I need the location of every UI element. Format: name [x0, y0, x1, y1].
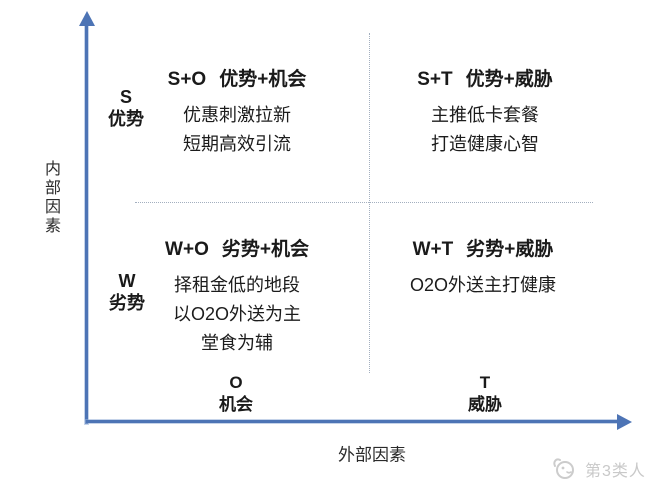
quadrant-wo-name: 劣势+机会: [221, 239, 309, 260]
quadrant-wo: W+O 劣势+机会 择租金低的地段 以O2O外送为主 堂食为辅: [165, 238, 309, 355]
watermark-logo-icon: [552, 456, 580, 482]
quadrant-so: S+O 优势+机会 优惠刺激拉新 短期高效引流: [168, 68, 307, 156]
y-axis-arrowhead-icon: [79, 11, 95, 26]
quadrant-so-line: 短期高效引流: [182, 134, 291, 154]
quadrant-wt-code: W+T: [412, 239, 454, 260]
quadrant-st: S+T 优势+威胁 主推低卡套餐 打造健康心智: [417, 68, 552, 156]
quadrant-st-line: 主推低卡套餐: [430, 105, 539, 125]
weakness-code: W: [118, 271, 136, 291]
strength-label: 优势: [108, 109, 144, 129]
opportunity-code: O: [229, 373, 243, 392]
internal-factor-strength: S 优势: [108, 86, 144, 130]
quadrant-wo-line: 堂食为辅: [200, 333, 273, 353]
quadrant-wt-title: W+T 劣势+威胁: [413, 238, 554, 262]
weakness-label: 劣势: [109, 293, 145, 313]
quadrant-so-code: S+O: [167, 69, 207, 90]
quadrant-wo-code: W+O: [165, 239, 209, 260]
quadrant-wt-line: O2O外送主打健康: [409, 275, 557, 295]
strength-code: S: [119, 87, 132, 107]
x-axis-arrowhead-icon: [617, 414, 632, 430]
quadrant-so-line: 优惠刺激拉新: [182, 105, 291, 125]
quadrant-so-title: S+O 优势+机会: [168, 68, 307, 92]
y-axis-line: [85, 24, 88, 424]
quadrant-wo-title: W+O 劣势+机会: [165, 238, 309, 262]
watermark-text: 第3类人: [585, 463, 646, 480]
quadrant-st-title: S+T 优势+威胁: [417, 68, 552, 92]
quadrant-st-name: 优势+威胁: [465, 69, 553, 90]
quadrant-wt-name: 劣势+威胁: [466, 239, 554, 260]
watermark: 第3类人: [552, 456, 646, 482]
x-axis-label: 外部因素: [338, 445, 406, 465]
horizontal-quadrant-divider: [135, 202, 593, 203]
external-factor-opportunity: O 机会: [219, 372, 253, 416]
x-axis-line: [86, 420, 618, 423]
quadrant-wo-line: 以O2O外送为主: [172, 304, 302, 324]
opportunity-label: 机会: [219, 395, 253, 414]
vertical-quadrant-divider: [369, 33, 370, 373]
quadrant-st-line: 打造健康心智: [430, 134, 539, 154]
internal-factor-weakness: W 劣势: [109, 270, 145, 314]
quadrant-wt: W+T 劣势+威胁 O2O外送主打健康: [410, 238, 556, 297]
quadrant-so-name: 优势+机会: [219, 69, 307, 90]
y-axis-label: 内部因素: [42, 160, 59, 236]
threat-code: T: [479, 373, 491, 392]
quadrant-st-code: S+T: [417, 69, 453, 90]
external-factor-threat: T 威胁: [468, 372, 502, 416]
quadrant-wo-line: 择租金低的地段: [173, 275, 300, 295]
threat-label: 威胁: [468, 395, 502, 414]
